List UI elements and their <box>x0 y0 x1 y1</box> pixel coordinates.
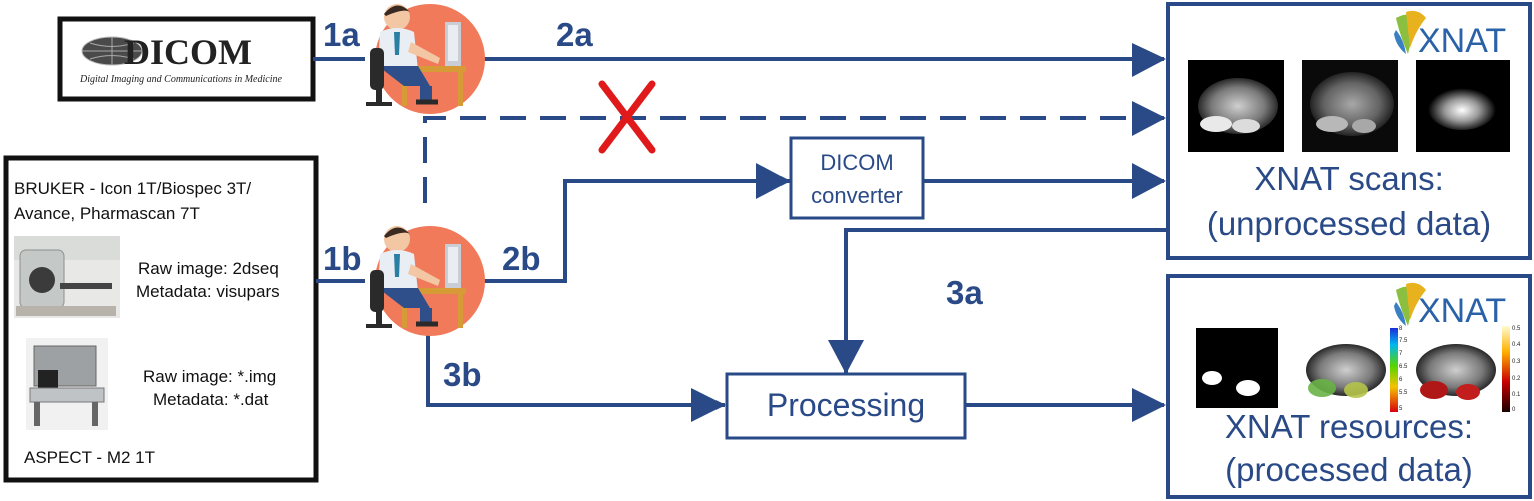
aspect-raw-image: Raw image: *.img <box>143 367 276 386</box>
step-2b-label: 2b <box>502 240 541 277</box>
segmentation-mask-image <box>1196 328 1278 408</box>
aspect-title: ASPECT - M2 1T <box>24 448 155 467</box>
step-1a-label: 1a <box>323 16 360 53</box>
colorbar2-tick: 0.3 <box>1512 359 1521 365</box>
xnat-scans-subtitle: (unprocessed data) <box>1207 205 1491 242</box>
arrowheads <box>691 43 1166 422</box>
xnat-scans-box: XNAT XNAT scans: (unprocessed data) <box>1166 2 1532 260</box>
colorbar-ticks: 8 7.5 7 6.5 6 5.5 5 0.5 0.4 0.3 0.2 0.1 … <box>1399 326 1521 413</box>
mri-scan-image-3 <box>1416 60 1510 152</box>
bruker-title-line1: BRUKER - Icon 1T/Biospec 3T/ <box>14 179 251 198</box>
dicom-source-box: DICOM Digital Imaging and Communications… <box>57 16 316 102</box>
step-3b-label: 3b <box>443 356 482 393</box>
step-3a-label: 3a <box>946 274 983 311</box>
dicom-logo-text: DICOM <box>124 32 252 72</box>
colorbar2-tick: 0.4 <box>1512 342 1521 348</box>
arrow-2b-to-converter <box>480 176 791 283</box>
blocked-cross-icon <box>598 80 656 154</box>
step-1b-label: 1b <box>323 240 362 277</box>
mri-scan-image-2 <box>1302 60 1398 152</box>
xnat-logo-icon: XNAT <box>1394 10 1506 60</box>
bruker-raw-image: Raw image: 2dseq <box>138 259 279 278</box>
bruker-title-line2: Avance, Pharmascan 7T <box>14 204 200 223</box>
mri-scan-image-1 <box>1188 60 1284 152</box>
step-2a-label: 2a <box>556 16 593 53</box>
xnat-scans-title: XNAT scans: <box>1254 160 1444 197</box>
colorbar1-tick: 6 <box>1399 377 1403 383</box>
user-at-computer-icon <box>366 226 485 336</box>
arrow-3b-to-processing <box>426 330 726 410</box>
xnat-resources-subtitle: (processed data) <box>1225 451 1473 488</box>
user-at-computer-icon <box>366 4 485 114</box>
aspect-metadata: Metadata: *.dat <box>153 390 269 409</box>
flow-lines <box>313 54 1168 410</box>
converter-label-line1: DICOM <box>820 150 893 175</box>
xnat-logo-text: XNAT <box>1418 22 1506 60</box>
processing-label: Processing <box>767 387 925 423</box>
xnat-logo-text: XNAT <box>1418 292 1506 330</box>
bruker-metadata: Metadata: visupars <box>136 282 280 301</box>
dashed-blocked-path <box>423 113 1165 203</box>
converter-label-line2: converter <box>811 183 903 208</box>
parameter-map-image-1 <box>1304 328 1398 412</box>
dicom-subtitle: Digital Imaging and Communications in Me… <box>79 74 282 85</box>
bruker-scanner-photo <box>14 236 120 318</box>
colorbar1-tick: 7 <box>1399 351 1403 357</box>
globe-icon <box>81 36 143 66</box>
colorbar1-tick: 5 <box>1399 406 1403 412</box>
colorbar2-tick: 0 <box>1512 407 1516 413</box>
dicom-converter-box: DICOM converter <box>789 136 925 220</box>
arrow-3a-to-processing <box>841 228 1168 374</box>
colorbar2-tick: 0.2 <box>1512 376 1521 382</box>
colorbar1-tick: 8 <box>1399 326 1403 332</box>
colorbar2-tick: 0.1 <box>1512 392 1521 398</box>
processing-box: Processing <box>725 372 967 440</box>
colorbar2-tick: 0.5 <box>1512 326 1521 332</box>
colorbar1-tick: 5.5 <box>1399 390 1408 396</box>
xnat-resources-title: XNAT resources: <box>1225 408 1473 445</box>
aspect-scanner-photo <box>26 338 108 430</box>
xnat-resources-box: XNAT 8 7.5 7 6.5 6 5.5 5 <box>1166 274 1532 499</box>
parameter-map-image-2 <box>1416 326 1510 412</box>
xnat-logo-icon: XNAT <box>1394 282 1506 330</box>
colorbar1-tick: 6.5 <box>1399 364 1408 370</box>
scanner-box: BRUKER - Icon 1T/Biospec 3T/ Avance, Pha… <box>3 155 319 483</box>
colorbar1-tick: 7.5 <box>1399 338 1408 344</box>
